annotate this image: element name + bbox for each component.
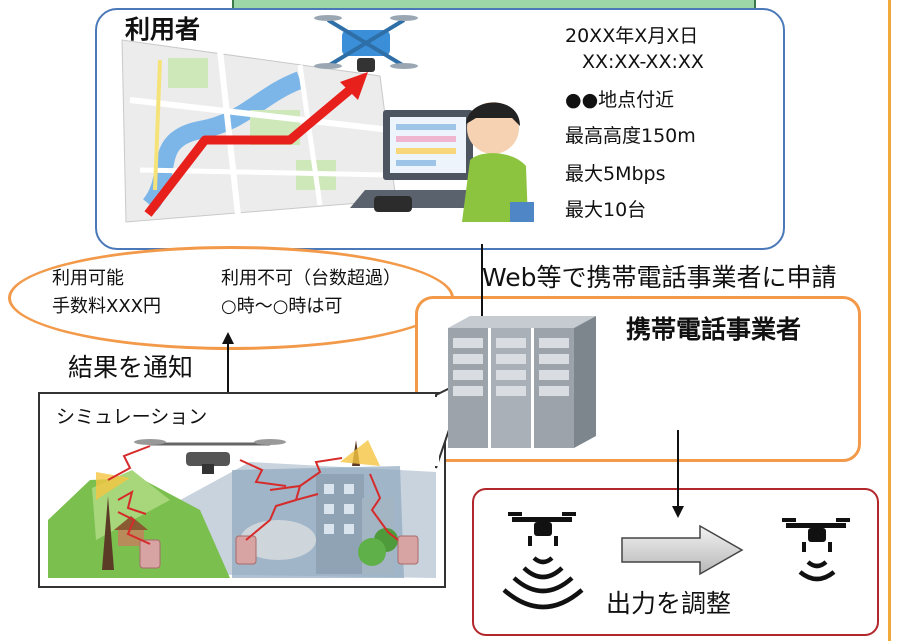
page-edge-rule bbox=[888, 0, 891, 641]
result-ok-title: 利用可能 bbox=[52, 268, 124, 289]
route-arrow bbox=[144, 72, 368, 217]
drone-icon-weak bbox=[782, 518, 850, 552]
drone-icon bbox=[314, 15, 418, 72]
info-date: 20XX年X月X日 bbox=[565, 25, 699, 47]
adjustment-label: 出力を調整 bbox=[606, 589, 732, 618]
sim-drone-icon bbox=[134, 439, 286, 474]
info-time: XX:XX-XX:XX bbox=[582, 51, 704, 73]
result-ng-note: ○時～○時は可 bbox=[221, 296, 343, 317]
adjust-arrow bbox=[672, 430, 684, 518]
simulation-scene bbox=[48, 439, 436, 578]
user-panel-title: 利用者 bbox=[125, 15, 201, 44]
drone-icon-strong bbox=[508, 512, 576, 546]
result-ok-fee: 手数料XXX円 bbox=[52, 296, 161, 317]
result-ng-title: 利用不可（台数超過） bbox=[221, 268, 401, 289]
info-units: 最大10台 bbox=[565, 199, 647, 221]
notify-arrow bbox=[222, 332, 234, 392]
carrier-title: 携帯電話事業者 bbox=[626, 315, 802, 344]
sim-signal-links bbox=[107, 445, 399, 545]
application-label: Web等で携帯電話事業者に申請 bbox=[482, 263, 837, 292]
arrow-right-icon bbox=[621, 524, 744, 576]
info-bandwidth: 最大5Mbps bbox=[565, 163, 666, 185]
radio-wave-icon-weak bbox=[798, 560, 836, 582]
info-altitude: 最高高度150m bbox=[565, 125, 696, 147]
simulation-title: シミュレーション bbox=[56, 406, 208, 428]
info-location: ●●地点付近 bbox=[565, 89, 675, 111]
application-arrow bbox=[476, 244, 488, 328]
notify-label: 結果を通知 bbox=[68, 353, 194, 382]
person-at-computer-icon bbox=[350, 102, 534, 222]
result-bubble bbox=[8, 246, 454, 350]
server-rack-icon bbox=[448, 316, 596, 448]
radio-wave-icon-strong bbox=[502, 556, 584, 610]
